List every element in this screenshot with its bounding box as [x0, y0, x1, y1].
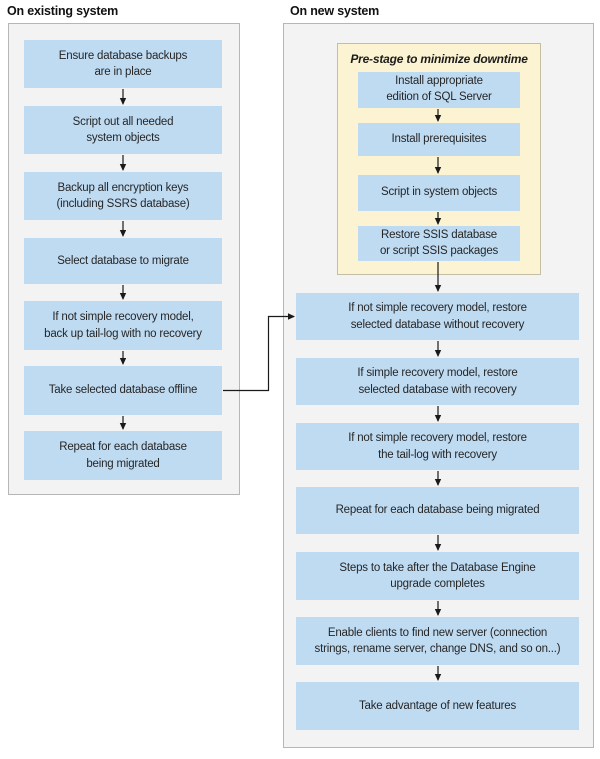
new-step-6: Enable clients to find new server (conne… [296, 617, 579, 665]
existing-step-4: Select database to migrate [24, 238, 222, 284]
new-system-heading: On new system [290, 4, 380, 18]
existing-step-5: If not simple recovery model, back up ta… [24, 301, 222, 350]
new-step-4: Repeat for each database being migrated [296, 487, 579, 534]
new-step-2: If simple recovery model, restore select… [296, 358, 579, 405]
prestage-title: Pre-stage to minimize downtime [350, 52, 528, 66]
new-step-3: If not simple recovery model, restore th… [296, 423, 579, 470]
existing-step-6: Take selected database offline [24, 366, 222, 415]
existing-step-1: Ensure database backups are in place [24, 40, 222, 88]
existing-step-3: Backup all encryption keys (including SS… [24, 172, 222, 220]
existing-step-2: Script out all needed system objects [24, 106, 222, 154]
new-step-1: If not simple recovery model, restore se… [296, 293, 579, 340]
prestage-step-2: Install prerequisites [358, 123, 520, 156]
new-step-5: Steps to take after the Database Engine … [296, 552, 579, 600]
prestage-step-4: Restore SSIS database or script SSIS pac… [358, 226, 520, 261]
new-step-7: Take advantage of new features [296, 682, 579, 730]
existing-system-heading: On existing system [7, 4, 119, 18]
existing-step-7: Repeat for each database being migrated [24, 431, 222, 480]
prestage-step-1: Install appropriate edition of SQL Serve… [358, 72, 520, 108]
prestage-step-3: Script in system objects [358, 175, 520, 211]
